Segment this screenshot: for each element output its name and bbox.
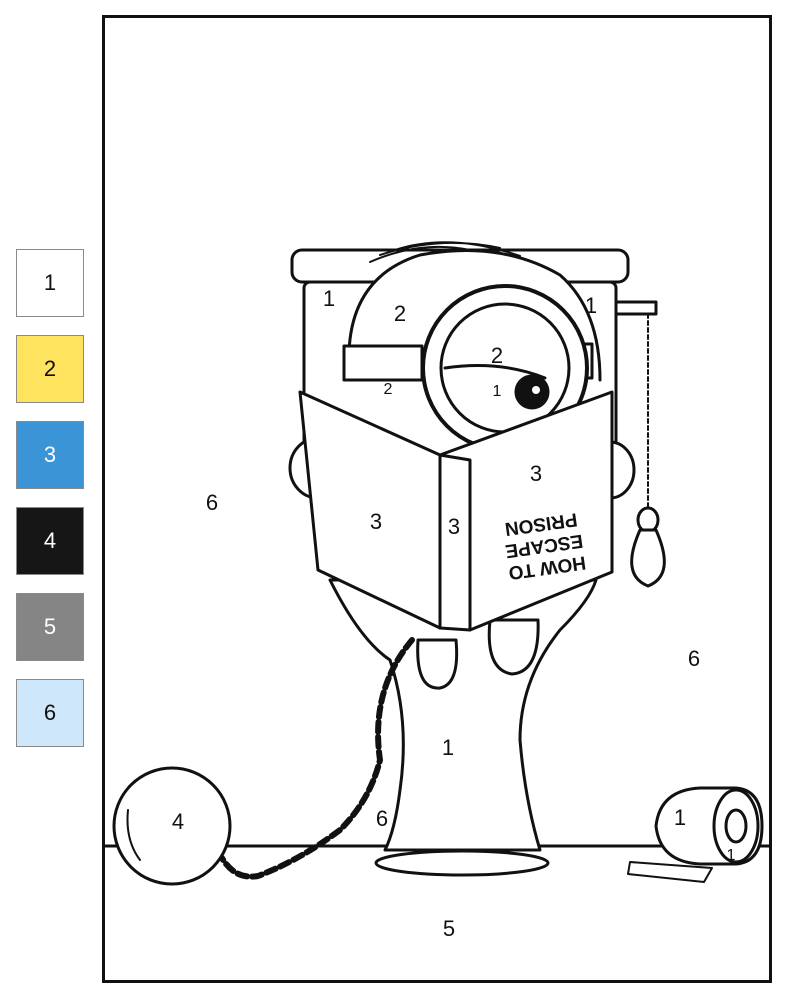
- paper-roll-hole: [724, 808, 748, 844]
- iron-ball: [112, 766, 232, 886]
- region-label-ball[interactable]: 4: [171, 809, 185, 834]
- ball-shine: [126, 809, 141, 861]
- region-label-book-spine[interactable]: 3: [447, 514, 461, 539]
- region-label-book-right-page[interactable]: 3: [529, 461, 543, 486]
- pull-handle: [630, 528, 666, 588]
- region-label-floor[interactable]: 5: [442, 916, 456, 941]
- region-label-paper-roll[interactable]: 1: [673, 805, 687, 830]
- ball-chain: [219, 637, 415, 880]
- paper-sheet: [627, 861, 713, 883]
- region-label-goggle-face[interactable]: 2: [490, 343, 504, 368]
- region-label-tank-left[interactable]: 1: [322, 286, 336, 311]
- toilet-base: [374, 849, 550, 877]
- legend-swatch-6[interactable]: 6: [16, 679, 84, 747]
- legend-swatch-2[interactable]: 2: [16, 335, 84, 403]
- pupil: [514, 374, 550, 410]
- region-label-eye-white[interactable]: 1: [492, 383, 502, 400]
- legend-swatch-5[interactable]: 5: [16, 593, 84, 661]
- region-label-wall-mid[interactable]: 6: [375, 806, 389, 831]
- pupil-shine: [532, 386, 540, 394]
- goggle-strap-left: [342, 344, 424, 382]
- left-foot: [416, 638, 459, 690]
- region-label-tank-right[interactable]: 1: [584, 293, 598, 318]
- minion-hair: [369, 241, 521, 263]
- eyelid-line: [443, 364, 547, 380]
- right-foot: [487, 618, 540, 676]
- region-label-paper-hole[interactable]: 1: [726, 847, 736, 864]
- region-label-book-left-page[interactable]: 3: [369, 509, 383, 534]
- region-label-goggle-left[interactable]: 2: [383, 381, 393, 398]
- region-label-toilet-base[interactable]: 1: [441, 735, 455, 760]
- legend-swatch-1[interactable]: 1: [16, 249, 84, 317]
- region-label-head-top[interactable]: 2: [393, 301, 407, 326]
- coloring-canvas-frame[interactable]: [102, 15, 772, 983]
- region-label-wall-left[interactable]: 6: [205, 490, 219, 515]
- region-label-wall-right[interactable]: 6: [687, 646, 701, 671]
- book-spine: [438, 453, 472, 632]
- legend-swatch-3[interactable]: 3: [16, 421, 84, 489]
- legend-swatch-4[interactable]: 4: [16, 507, 84, 575]
- flush-handle: [614, 300, 658, 316]
- pull-knot: [636, 506, 660, 534]
